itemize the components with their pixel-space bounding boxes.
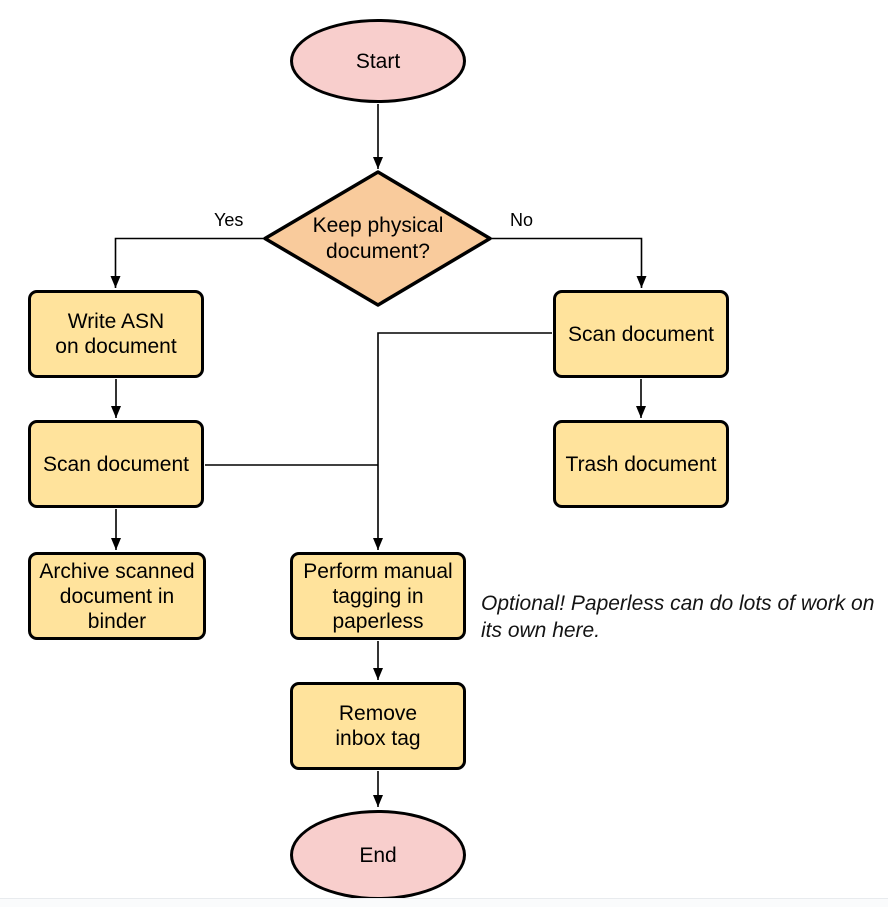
node-scan-document-left: Scan document [28, 420, 204, 508]
node-write-asn-label: Write ASN on document [55, 310, 177, 358]
node-end: End [290, 810, 466, 900]
node-start: Start [290, 19, 466, 103]
node-scan-document-left-label: Scan document [43, 452, 189, 476]
optional-note: Optional! Paperless can do lots of work … [481, 592, 875, 642]
node-trash-document: Trash document [553, 420, 729, 508]
node-remove-inbox-tag-label: Remove inbox tag [335, 702, 421, 750]
edge-scan-right-to-tagging [373, 332, 552, 550]
bottom-margin [0, 899, 888, 907]
node-archive-binder: Archive scanned document in binder [28, 552, 206, 640]
node-scan-document-right: Scan document [553, 290, 729, 378]
edge-label-no: No [508, 210, 536, 230]
node-write-asn: Write ASN on document [28, 290, 204, 378]
node-manual-tagging: Perform manual tagging in paperless [290, 552, 466, 640]
decision-diamond-shape [263, 170, 492, 307]
node-remove-inbox-tag: Remove inbox tag [290, 682, 466, 770]
edge-label-yes: Yes [212, 210, 246, 230]
node-decision-label: Keep physical document? [312, 214, 444, 263]
node-trash-document-label: Trash document [565, 452, 717, 476]
node-archive-binder-label: Archive scanned document in binder [39, 559, 195, 633]
node-manual-tagging-label: Perform manual tagging in paperless [303, 559, 453, 633]
edge-decision-no-to-scan-right [489, 237, 647, 288]
node-start-label: Start [355, 49, 401, 73]
node-scan-document-right-label: Scan document [568, 322, 714, 346]
edge-decision-yes-to-write-asn [110, 237, 266, 288]
node-end-label: End [359, 843, 397, 867]
bottom-divider [0, 898, 888, 899]
